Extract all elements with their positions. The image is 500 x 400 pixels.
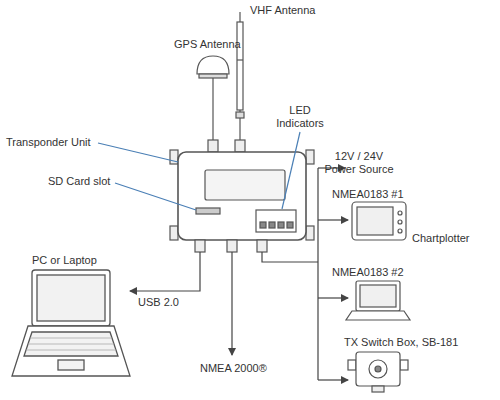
callout-label: Transponder Unit: [6, 136, 91, 149]
callout-label: SD Card slot: [48, 175, 110, 188]
callout-label: Chartplotter: [412, 232, 469, 245]
callout-label: TX Switch Box, SB-181: [344, 336, 458, 349]
callout-label: PC or Laptop: [32, 254, 97, 267]
callout-label: NMEA0183 #1: [332, 188, 404, 201]
callout-label: 12V / 24V Power Source: [322, 150, 396, 176]
callout-label: USB 2.0: [138, 296, 179, 309]
keyboard-row: [30, 338, 112, 339]
callout-label: LED Indicators: [268, 104, 332, 130]
callout-label: VHF Antenna: [250, 4, 315, 17]
keyboard-row: [28, 344, 114, 345]
keyboard-row: [26, 350, 116, 351]
callout-label: GPS Antenna: [174, 38, 241, 51]
callout-label: NMEA 2000®: [200, 362, 267, 375]
callout-label: NMEA0183 #2: [332, 266, 404, 279]
